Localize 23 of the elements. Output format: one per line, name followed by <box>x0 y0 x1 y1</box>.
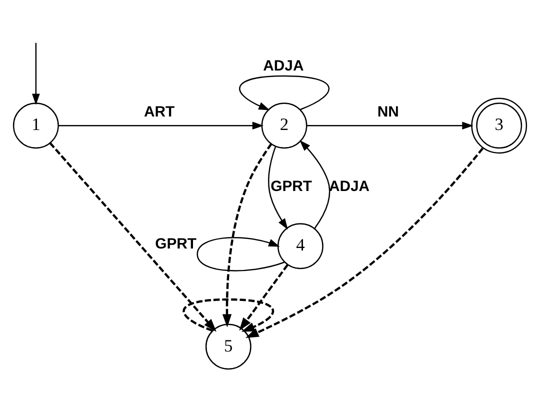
edge-label: ADJA <box>328 178 370 195</box>
node-circle: 4 <box>277 223 324 270</box>
node-circle: 1 <box>12 102 59 149</box>
node-circle: 5 <box>205 324 252 370</box>
arrow <box>239 264 288 331</box>
arrow <box>239 75 330 110</box>
edge-label: NN <box>377 104 399 120</box>
arrow <box>300 140 330 229</box>
edge-label: GPRT <box>155 236 197 253</box>
arrow <box>49 142 216 332</box>
edge-label: ADJA <box>263 58 304 75</box>
node-circle: 3 <box>471 98 528 154</box>
edge-label: GPRT <box>270 178 312 195</box>
arrow <box>222 143 272 328</box>
arrow <box>32 42 40 105</box>
arrow <box>246 148 484 338</box>
edge-label: ART <box>144 104 175 120</box>
arrow <box>196 237 284 272</box>
arrow <box>182 298 274 332</box>
arrow <box>268 146 288 230</box>
arrow <box>58 122 264 130</box>
arrow <box>306 122 474 130</box>
node-circle: 2 <box>261 102 308 149</box>
